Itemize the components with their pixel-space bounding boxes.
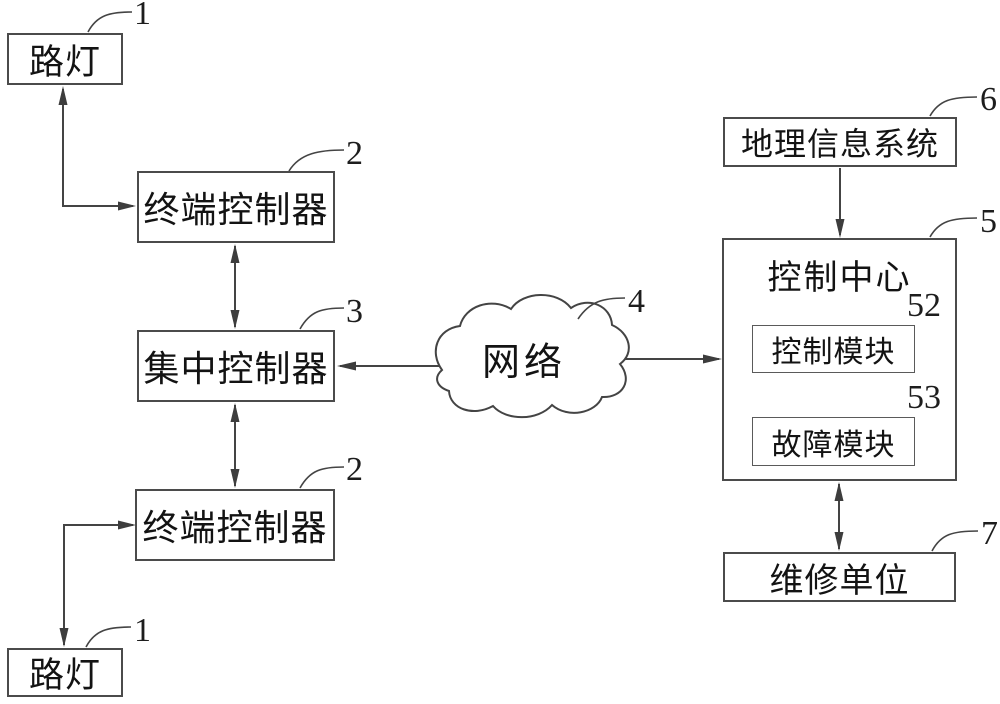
ref-label-network: 4 xyxy=(628,283,645,320)
arrowhead-up-terminal-central xyxy=(230,244,240,263)
node-terminal-controller-bottom: 终端控制器 xyxy=(135,489,335,561)
node-maintenance-unit: 维修单位 xyxy=(723,552,956,602)
ref-label-lamp-top: 1 xyxy=(134,0,151,32)
ref-label-gis: 6 xyxy=(980,81,997,118)
connector-lamp-terminal-top xyxy=(62,89,133,207)
leader-ref-5 xyxy=(929,217,978,238)
leader-ref-2-bottom xyxy=(299,466,345,489)
node-fault-module: 故障模块 xyxy=(752,417,915,466)
node-central-controller-label: 集中控制器 xyxy=(143,349,329,389)
leader-ref-4 xyxy=(577,297,626,320)
arrowhead-down-gis-controlcenter xyxy=(835,219,845,238)
arrowhead-down-into-lamp-bottom xyxy=(59,628,69,647)
ref-label-control-module: 52 xyxy=(907,287,941,324)
node-gis: 地理信息系统 xyxy=(723,117,957,167)
node-control-center-label: 控制中心 xyxy=(767,260,912,297)
ref-label-fault-module: 53 xyxy=(907,379,941,416)
ref-label-maintenance-unit: 7 xyxy=(981,515,998,552)
leader-ref-1-top xyxy=(87,11,133,33)
node-lamp-top: 路灯 xyxy=(7,33,123,85)
leader-ref-3 xyxy=(299,307,345,330)
leader-ref-6 xyxy=(929,96,978,117)
network-cloud-shape xyxy=(434,294,630,419)
node-lamp-bottom: 路灯 xyxy=(7,648,123,697)
ref-label-central-controller: 3 xyxy=(346,293,363,330)
arrowhead-down-central-terminal2 xyxy=(230,469,240,488)
node-lamp-top-label: 路灯 xyxy=(28,42,101,82)
arrowhead-left-into-central xyxy=(337,361,356,371)
ref-label-control-center: 5 xyxy=(980,203,997,240)
node-central-controller: 集中控制器 xyxy=(137,330,335,402)
node-lamp-bottom-label: 路灯 xyxy=(28,656,101,695)
leader-ref-2-top xyxy=(288,149,345,172)
leader-ref-1-bottom xyxy=(85,626,132,648)
arrowhead-up-central-terminal2 xyxy=(230,403,240,422)
arrowhead-up-into-lamp-top xyxy=(58,86,68,105)
node-terminal-controller-bottom-label: 终端控制器 xyxy=(142,508,328,548)
arrowhead-right-into-controlcenter xyxy=(703,354,722,364)
arrowhead-right-into-terminal-bottom xyxy=(118,520,136,530)
node-terminal-controller-top: 终端控制器 xyxy=(137,171,335,243)
arrowhead-down-into-maintenance xyxy=(834,532,844,551)
node-control-module-label: 控制模块 xyxy=(771,336,896,369)
ref-label-terminal-bottom: 2 xyxy=(346,451,363,488)
arrowhead-up-controlcenter-maintenance xyxy=(834,482,844,501)
node-control-module: 控制模块 xyxy=(752,325,915,373)
node-maintenance-unit-label: 维修单位 xyxy=(769,562,910,600)
ref-label-terminal-top: 2 xyxy=(346,135,363,172)
node-gis-label: 地理信息系统 xyxy=(740,126,939,162)
arrowhead-right-into-terminal-top xyxy=(118,201,136,211)
node-control-center: 控制中心 控制模块 故障模块 xyxy=(722,238,957,481)
node-terminal-controller-top-label: 终端控制器 xyxy=(143,190,329,230)
leader-ref-7 xyxy=(931,530,979,552)
ref-label-lamp-bottom: 1 xyxy=(134,612,151,649)
node-network-cloud-label: 网络 xyxy=(481,341,566,384)
connector-terminal2-lamp2 xyxy=(63,524,133,645)
arrowhead-down-terminal-central xyxy=(230,310,240,329)
node-fault-module-label: 故障模块 xyxy=(771,428,896,462)
